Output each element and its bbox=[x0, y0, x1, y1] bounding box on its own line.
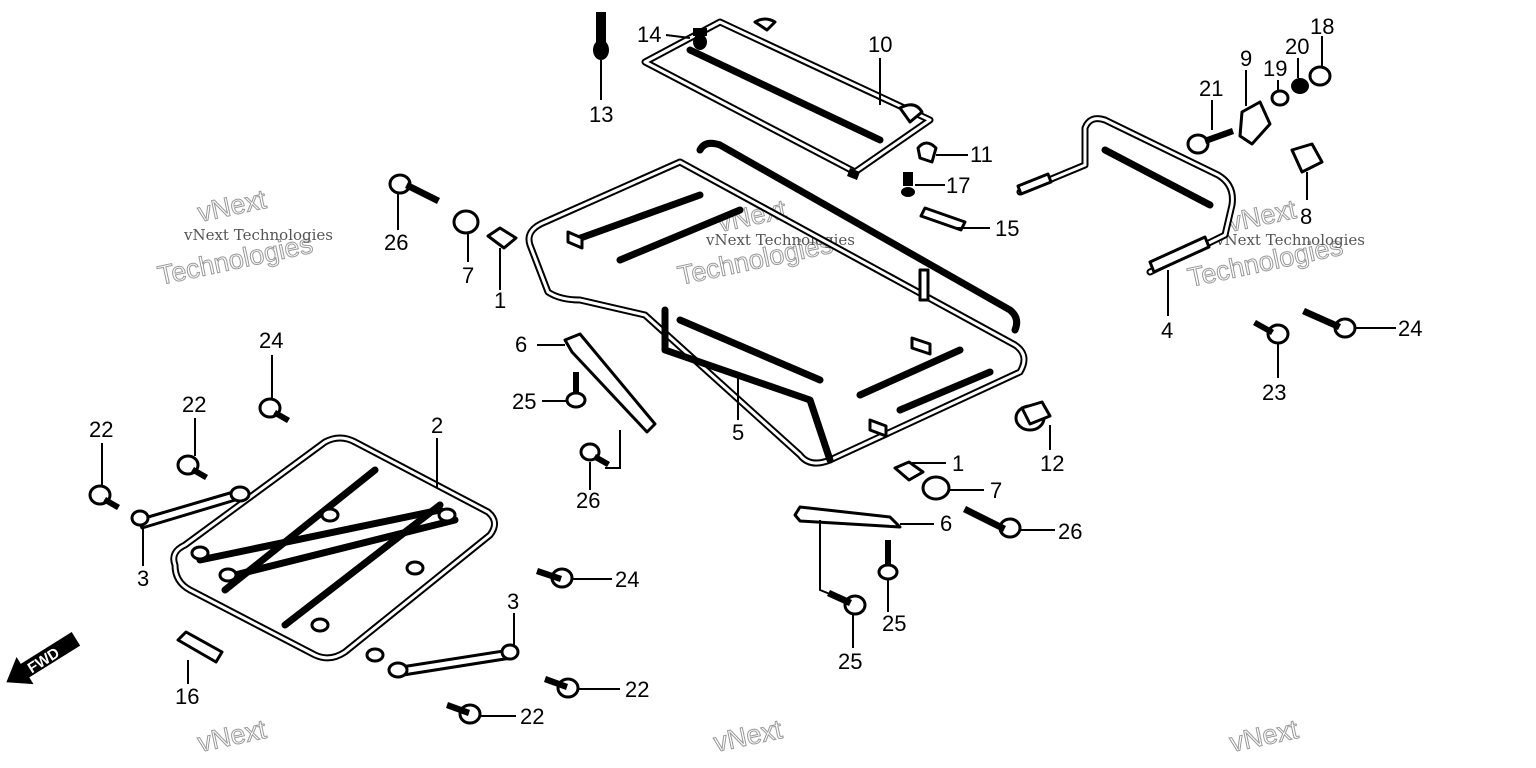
part-7-collar-upper bbox=[452, 209, 480, 235]
callout-26: 26 bbox=[576, 488, 600, 513]
callout-1: 1 bbox=[952, 451, 964, 476]
callout-6: 6 bbox=[515, 332, 527, 357]
part-22-bolt-d bbox=[446, 702, 482, 725]
callout-2: 2 bbox=[431, 413, 443, 438]
callout-24: 24 bbox=[1398, 316, 1422, 341]
callout-10: 10 bbox=[868, 32, 892, 57]
part-26-bolt-mid bbox=[579, 442, 610, 467]
part-19-washer bbox=[1270, 89, 1290, 107]
callout-3: 3 bbox=[137, 566, 149, 591]
part-2-front-carrier bbox=[170, 434, 498, 663]
callout-14: 14 bbox=[637, 22, 661, 47]
part-20-washer bbox=[1291, 78, 1309, 94]
callout-3: 3 bbox=[507, 589, 519, 614]
callout-21: 21 bbox=[1199, 76, 1223, 101]
watermark-small: vNext Technologies bbox=[1215, 231, 1365, 249]
callout-19: 19 bbox=[1263, 56, 1287, 81]
callout-26: 26 bbox=[1058, 519, 1082, 544]
part-6-stay-upper bbox=[563, 332, 657, 434]
watermark-big-line1: vNext bbox=[1227, 714, 1301, 758]
part-23-bolt bbox=[1253, 320, 1290, 345]
part-9-block bbox=[1238, 100, 1272, 146]
callout-24: 24 bbox=[615, 567, 639, 592]
part-22-bolt-c bbox=[544, 676, 580, 699]
fwd-arrow: FWD bbox=[6, 632, 81, 685]
part-25-bolt-a bbox=[565, 372, 587, 409]
part-22-bolt-b bbox=[176, 454, 208, 480]
callout-7: 7 bbox=[462, 263, 474, 288]
callout-12: 12 bbox=[1040, 451, 1064, 476]
part-24-bolt-c bbox=[1302, 308, 1357, 339]
callout-22: 22 bbox=[182, 392, 206, 417]
callout-4: 4 bbox=[1161, 318, 1173, 343]
callout-16: 16 bbox=[175, 684, 199, 709]
callout-18: 18 bbox=[1310, 14, 1334, 39]
part-3-rod-a bbox=[130, 485, 251, 530]
part-13-bolt bbox=[593, 12, 609, 60]
part-12-cap bbox=[1014, 400, 1052, 432]
part-24-bolt-b bbox=[536, 567, 574, 589]
callout-26: 26 bbox=[384, 230, 408, 255]
callout-25: 25 bbox=[838, 649, 862, 674]
watermark-big-line1: vNext bbox=[195, 714, 269, 758]
callout-11: 11 bbox=[970, 142, 993, 167]
watermark-bottom: vNext vNext vNext bbox=[195, 714, 1302, 759]
part-26-bolt-lower bbox=[963, 506, 1022, 539]
callout-1: 1 bbox=[494, 288, 506, 313]
part-25-bolt-b bbox=[877, 540, 899, 581]
callout-9: 9 bbox=[1240, 46, 1252, 71]
callout-20: 20 bbox=[1285, 34, 1309, 59]
callout-22: 22 bbox=[520, 704, 544, 729]
callout-8: 8 bbox=[1300, 204, 1312, 229]
part-15-strip bbox=[919, 206, 967, 232]
callout-23: 23 bbox=[1262, 380, 1286, 405]
part-14-bolt bbox=[693, 28, 707, 50]
part-7-collar-lower bbox=[921, 475, 951, 501]
callout-13: 13 bbox=[589, 102, 613, 127]
part-26-bolt-upper bbox=[388, 173, 440, 204]
watermark-big-line1: vNext bbox=[711, 714, 785, 758]
watermark-small: vNext Technologies bbox=[183, 226, 333, 244]
part-24-bolt-a bbox=[258, 397, 290, 423]
part-11-clip bbox=[916, 141, 938, 164]
callout-15: 15 bbox=[995, 216, 1019, 241]
fwd-arrow-icon bbox=[6, 632, 81, 685]
part-1-bush-upper bbox=[486, 226, 518, 250]
callout-25: 25 bbox=[512, 389, 536, 414]
part-22-bolt-a bbox=[88, 484, 120, 510]
part-21-bolt bbox=[1186, 128, 1234, 155]
watermark-big-line1: vNext bbox=[195, 184, 269, 228]
leader-lines bbox=[101, 34, 1396, 717]
callout-25: 25 bbox=[882, 611, 906, 636]
callout-7: 7 bbox=[990, 478, 1002, 503]
part-5-rear-carrier bbox=[525, 139, 1028, 467]
callout-6: 6 bbox=[940, 511, 952, 536]
callout-17: 17 bbox=[946, 173, 970, 198]
callout-22: 22 bbox=[89, 417, 113, 442]
part-17-screw bbox=[901, 172, 915, 197]
callout-5: 5 bbox=[732, 420, 744, 445]
part-4-side-bracket bbox=[1016, 115, 1236, 276]
part-25-bolt-c bbox=[827, 590, 867, 616]
part-18-nut bbox=[1308, 65, 1332, 87]
callout-numbers: 13 14 10 11 17 15 26 7 1 6 25 26 5 24 22… bbox=[89, 14, 1422, 729]
part-1-bush-lower bbox=[893, 460, 925, 482]
part-8-nut bbox=[1290, 142, 1324, 174]
part-3-rod-b bbox=[387, 643, 520, 679]
callout-22: 22 bbox=[625, 677, 649, 702]
part-6-stay-lower bbox=[793, 505, 902, 529]
part-16-pad bbox=[176, 630, 224, 664]
watermark-left: vNext Technologies vNext Technologies bbox=[155, 184, 334, 292]
callout-24: 24 bbox=[259, 328, 283, 353]
